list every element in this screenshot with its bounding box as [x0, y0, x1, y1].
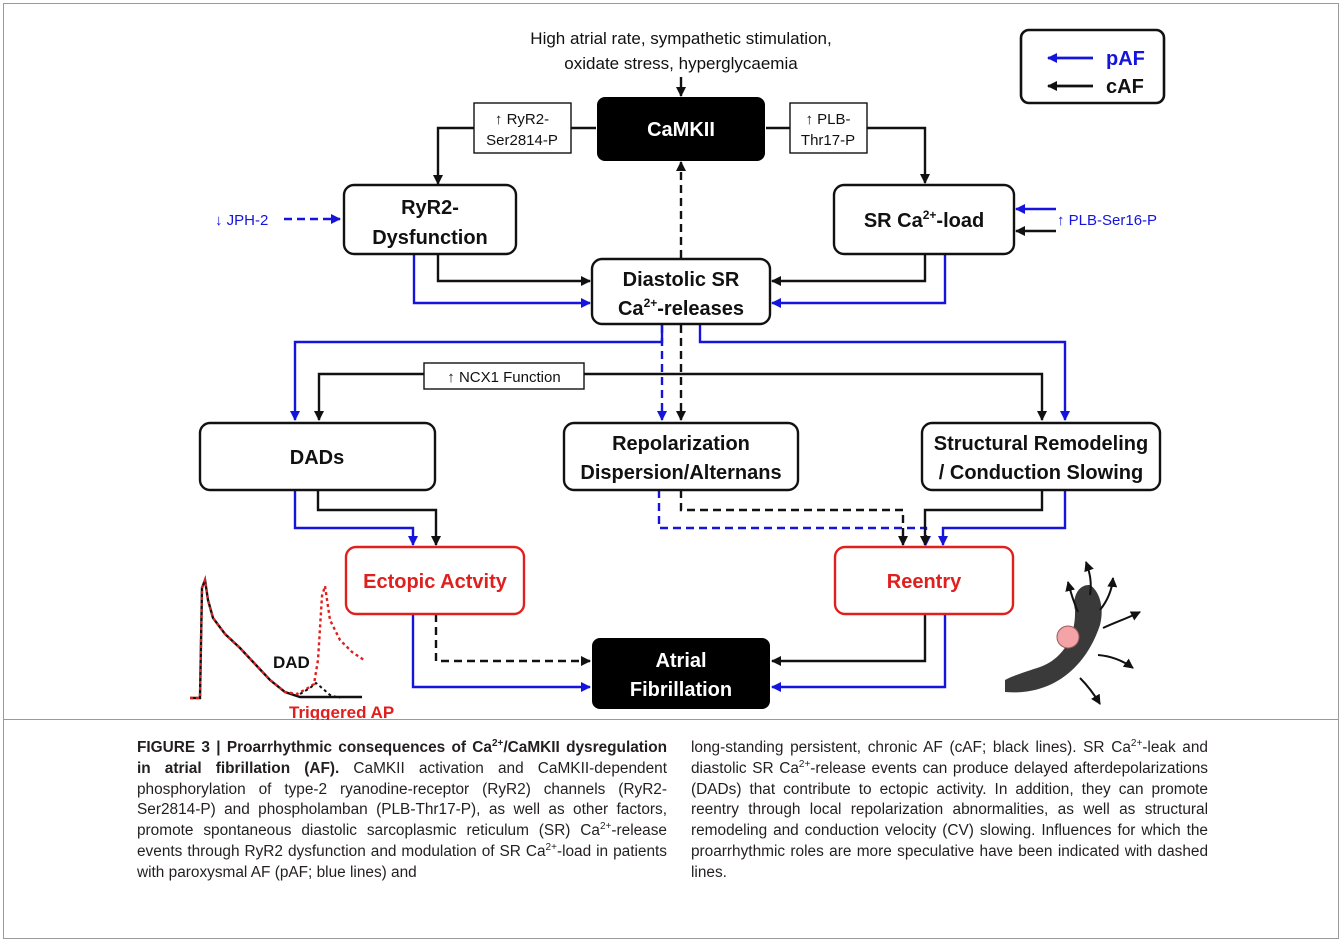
arrow-reentry-to-af-black [771, 614, 927, 666]
arrow-srload-to-diastolic-black [771, 254, 927, 286]
svg-text:/ Conduction Slowing: / Conduction Slowing [939, 462, 1143, 484]
svg-text:Ser2814-P: Ser2814-P [486, 132, 558, 149]
svg-text:Fibrillation: Fibrillation [630, 679, 732, 701]
figure-frame [3, 3, 1339, 939]
caption-right-text-2: -leak and diastolic SR Ca [691, 739, 1208, 777]
svg-text:Repolarization: Repolarization [612, 433, 750, 455]
input-factors-line1: High atrial rate, sympathetic stimulatio… [530, 29, 831, 48]
figure-caption-divider [4, 719, 1338, 720]
caption-right-text-3: -release events can produce delayed afte… [691, 759, 1208, 881]
legend-pAF-label: pAF [1106, 48, 1145, 70]
arrow-srload-to-diastolic-blue [771, 254, 947, 308]
svg-text:Thr17-P: Thr17-P [801, 132, 855, 149]
svg-text:SR Ca2+-load: SR Ca2+-load [864, 208, 984, 232]
node-ectopic-activity: Ectopic Actvity [344, 545, 526, 616]
diastolic-suffix: -releases [657, 298, 744, 320]
sr-load-label: SR Ca [864, 210, 924, 232]
node-diastolic-sr-release: Diastolic SR Ca2+-releases [590, 257, 772, 326]
diastolic-ca: Ca [618, 298, 644, 320]
node-structural-remodeling: Structural Remodeling / Conduction Slowi… [920, 421, 1162, 492]
input-factors-line2: oxidate stress, hyperglycaemia [564, 54, 798, 73]
legend: pAF cAF [1019, 28, 1166, 105]
diastolic-sup: 2+ [644, 296, 658, 310]
caption-left-text-2: -release events through RyR2 dysfunction… [137, 822, 667, 860]
svg-text:DADs: DADs [290, 447, 344, 469]
arrow-repol-to-reentry-black [679, 490, 908, 546]
svg-text:RyR2-: RyR2- [401, 197, 459, 219]
node-dads: DADs [198, 421, 437, 492]
label-jph2: ↓ JPH-2 [215, 212, 268, 229]
svg-text:Diastolic SR: Diastolic SR [623, 269, 740, 291]
label-plb-thr17: ↑ PLB- Thr17-P [789, 102, 868, 154]
node-reentry: Reentry [833, 545, 1015, 616]
svg-text:Ectopic Actvity: Ectopic Actvity [363, 571, 508, 593]
arrow-repol-to-reentry-blue [657, 490, 931, 546]
node-repolarization: Repolarization Dispersion/Alternans [562, 421, 800, 492]
arrow-ncx1-to-structural [681, 372, 1047, 421]
caption-right-column: long-standing persistent, chronic AF (cA… [691, 737, 1208, 881]
svg-text:CaMKII: CaMKII [647, 119, 715, 141]
arrow-dads-to-ectopic-blue [293, 490, 418, 546]
label-dad: DAD [273, 653, 310, 672]
label-ryr2-ser2814: ↑ RyR2- Ser2814-P [473, 102, 572, 154]
svg-text:Atrial: Atrial [655, 650, 706, 672]
sr-load-suffix: -load [936, 210, 984, 232]
svg-text:↑ NCX1 Function: ↑ NCX1 Function [447, 369, 560, 386]
svg-text:Ca2+-releases: Ca2+-releases [618, 296, 744, 320]
action-potential-illustration [190, 575, 365, 700]
arrow-diastolic-to-dads-blue [290, 325, 664, 421]
arrow-reentry-to-af-blue [771, 614, 947, 692]
label-plb-ser16: ↑ PLB-Ser16-P [1057, 212, 1157, 229]
caption-left-text-1: CaMKII activation and CaMKII-dependent p… [137, 759, 667, 840]
svg-text:↑ PLB-: ↑ PLB- [805, 111, 850, 128]
label-triggered-ap: Triggered AP [289, 703, 394, 720]
legend-cAF-label: cAF [1106, 76, 1144, 98]
caption-left-column: FIGURE 3 | Proarrhythmic consequences of… [137, 737, 667, 881]
caption-left-text-3: -load in patients with paroxysmal AF (pA… [137, 842, 667, 881]
svg-text:Reentry: Reentry [887, 571, 962, 593]
svg-text:↑ RyR2-: ↑ RyR2- [495, 111, 549, 128]
spiral-wave-illustration [1005, 561, 1141, 705]
svg-text:Dispersion/Alternans: Dispersion/Alternans [580, 462, 781, 484]
svg-text:Structural Remodeling: Structural Remodeling [934, 433, 1148, 455]
caption-title: FIGURE 3 | Proarrhythmic consequences of… [137, 737, 667, 777]
node-sr-ca-load: SR Ca2+-load [832, 183, 1016, 256]
arrow-ryr2-to-diastolic-blue [412, 254, 591, 308]
label-ncx1-function: ↑ NCX1 Function [423, 362, 585, 390]
sr-load-sup: 2+ [923, 208, 937, 222]
node-camkii: CaMKII [597, 97, 765, 161]
pathway-diagram: High atrial rate, sympathetic stimulatio… [190, 28, 1166, 720]
arrow-structural-to-reentry-blue [938, 490, 1067, 546]
arrow-ryr2-to-diastolic-black [436, 254, 591, 286]
arrow-dads-to-ectopic-black [316, 490, 441, 546]
caption-right-text-1: long-standing persistent, chronic AF (cA… [691, 739, 1131, 756]
svg-text:Dysfunction: Dysfunction [372, 227, 488, 249]
arrow-ectopic-to-af-black [434, 614, 591, 666]
arrow-diastolic-to-structural-blue [698, 325, 1070, 421]
arrow-structural-to-reentry-black [920, 490, 1044, 546]
node-ryr2-dysfunction: RyR2- Dysfunction [342, 183, 518, 256]
arrow-ectopic-to-af-blue [411, 614, 591, 692]
node-atrial-fibrillation: Atrial Fibrillation [592, 638, 770, 709]
